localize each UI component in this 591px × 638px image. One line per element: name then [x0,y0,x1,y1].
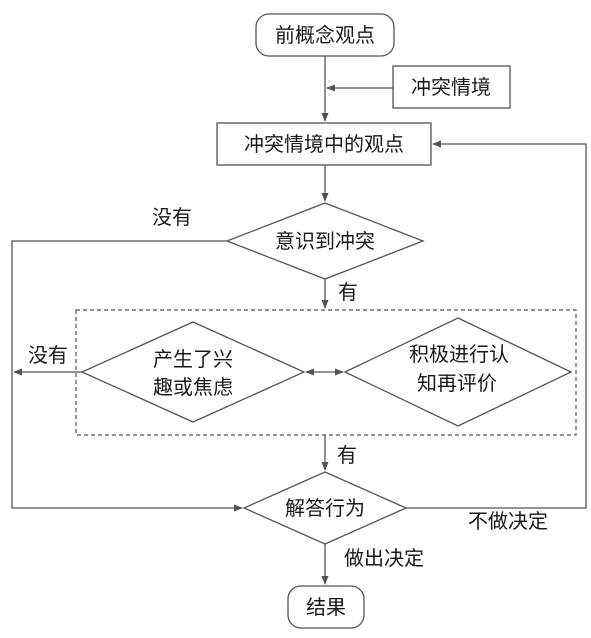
arrow-no-decision-loop [406,140,587,509]
conflict-situation-box [392,65,511,109]
conflict-situation-label: 冲突情境 [411,75,491,99]
reevaluate-label-line1: 积极进行认 [409,342,509,366]
interest-label-line1: 产生了兴 [153,347,233,371]
dashed-group [75,309,577,436]
edge-label-yes-top: 有 [338,280,358,304]
result-box [287,585,365,629]
result-label: 结果 [306,595,346,619]
reevaluate-label-line2: 知再评价 [417,371,497,395]
edge-label-make-decision: 做出决定 [344,546,424,570]
arrow-no-awareness [11,240,243,512]
aware-conflict-label: 意识到冲突 [275,229,375,253]
prior-concept-label: 前概念观点 [275,23,375,47]
interest-anxiety-diamond [80,321,306,423]
reevaluate-diamond [343,317,573,427]
view-in-conflict-box [216,122,432,166]
answer-behavior-label: 解答行为 [285,496,365,520]
view-in-conflict-label: 冲突情境中的观点 [244,132,404,156]
edge-label-no-decision: 不做决定 [468,509,548,533]
interest-label-line2: 趣或焦虑 [153,375,233,399]
edge-label-yes-bottom: 有 [337,443,357,467]
edge-label-no-top: 没有 [152,205,192,229]
edge-label-no-left: 没有 [28,343,68,367]
